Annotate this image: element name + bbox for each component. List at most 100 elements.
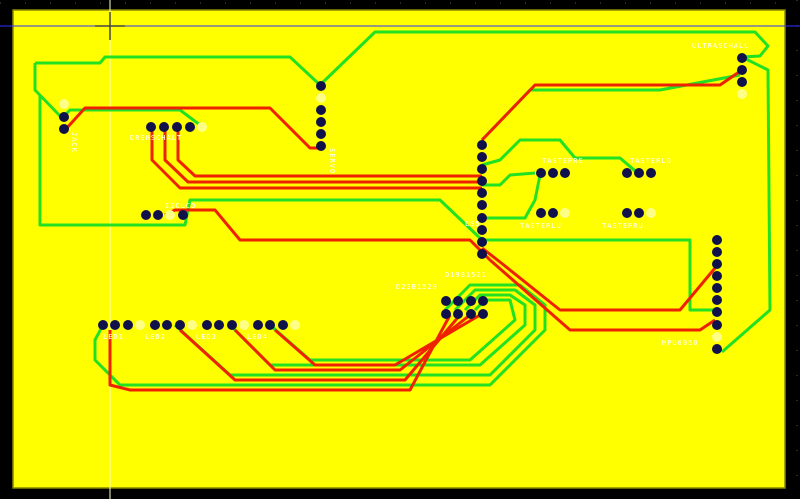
ultraschall-header	[737, 53, 747, 99]
pad[interactable]	[712, 247, 722, 257]
pad[interactable]	[214, 320, 224, 330]
pad[interactable]	[712, 235, 722, 245]
pad[interactable]	[165, 210, 175, 220]
label-d23: D23B1520	[396, 283, 438, 291]
pad[interactable]	[712, 283, 722, 293]
pad[interactable]	[316, 129, 326, 139]
taster-bl	[536, 208, 570, 218]
pad[interactable]	[175, 320, 185, 330]
pad[interactable]	[316, 93, 326, 103]
led1-header	[98, 320, 145, 330]
pad[interactable]	[622, 208, 632, 218]
pad[interactable]	[477, 213, 487, 223]
pad[interactable]	[466, 309, 476, 319]
pad[interactable]	[185, 122, 195, 132]
pad[interactable]	[135, 320, 145, 330]
pad[interactable]	[150, 320, 160, 330]
pad[interactable]	[477, 237, 487, 247]
pad[interactable]	[316, 105, 326, 115]
pad[interactable]	[187, 320, 197, 330]
pad[interactable]	[634, 168, 644, 178]
pad[interactable]	[253, 320, 263, 330]
pad[interactable]	[197, 122, 207, 132]
pad[interactable]	[265, 320, 275, 330]
pad[interactable]	[141, 210, 151, 220]
label-i2c: I2CLCD	[165, 202, 196, 210]
pad[interactable]	[712, 271, 722, 281]
pad[interactable]	[737, 89, 747, 99]
pad[interactable]	[622, 168, 632, 178]
pad[interactable]	[441, 296, 451, 306]
pad[interactable]	[477, 176, 487, 186]
pad[interactable]	[646, 168, 656, 178]
label-d19: D19B1521	[445, 271, 487, 279]
drehschalter-header	[146, 122, 207, 132]
pad[interactable]	[737, 53, 747, 63]
pad[interactable]	[712, 332, 722, 342]
pad[interactable]	[712, 344, 722, 354]
crosshair-icon	[95, 12, 125, 40]
pad[interactable]	[477, 225, 487, 235]
led3-header	[202, 320, 249, 330]
pad[interactable]	[477, 152, 487, 162]
pad[interactable]	[316, 81, 326, 91]
pad[interactable]	[123, 320, 133, 330]
pad[interactable]	[536, 208, 546, 218]
pad[interactable]	[227, 320, 237, 330]
pad[interactable]	[477, 200, 487, 210]
pad[interactable]	[316, 141, 326, 151]
pad[interactable]	[178, 210, 188, 220]
pad[interactable]	[172, 122, 182, 132]
pad[interactable]	[59, 112, 69, 122]
pad[interactable]	[737, 77, 747, 87]
pad[interactable]	[477, 249, 487, 259]
i2c-lcd-header	[141, 210, 188, 220]
pad[interactable]	[441, 309, 451, 319]
pad[interactable]	[712, 307, 722, 317]
pad[interactable]	[560, 208, 570, 218]
pad[interactable]	[712, 295, 722, 305]
pad[interactable]	[159, 122, 169, 132]
pad[interactable]	[146, 122, 156, 132]
label-ultraschall: ULTRASCHALL	[692, 42, 749, 50]
label-led2: LED2	[145, 333, 166, 341]
bottom-layer-traces	[63, 68, 743, 392]
pad[interactable]	[477, 140, 487, 150]
pad[interactable]	[202, 320, 212, 330]
label-taster-tr: TASTERLO	[630, 157, 672, 165]
pad[interactable]	[59, 124, 69, 134]
pad[interactable]	[712, 259, 722, 269]
pad[interactable]	[466, 296, 476, 306]
pad[interactable]	[737, 65, 747, 75]
pad[interactable]	[477, 188, 487, 198]
pad[interactable]	[548, 168, 558, 178]
pad[interactable]	[453, 296, 463, 306]
pad[interactable]	[646, 208, 656, 218]
pad[interactable]	[316, 117, 326, 127]
label-led1: LED1	[103, 333, 124, 341]
pad[interactable]	[239, 320, 249, 330]
mpu-header	[712, 235, 722, 354]
pad[interactable]	[548, 208, 558, 218]
pad[interactable]	[478, 296, 488, 306]
pad[interactable]	[536, 168, 546, 178]
pad[interactable]	[290, 320, 300, 330]
pad[interactable]	[153, 210, 163, 220]
pad[interactable]	[712, 320, 722, 330]
taster-tr	[622, 168, 656, 178]
led2-header	[150, 320, 197, 330]
pad[interactable]	[162, 320, 172, 330]
pad[interactable]	[59, 99, 69, 109]
pad[interactable]	[98, 320, 108, 330]
pad[interactable]	[110, 320, 120, 330]
pad[interactable]	[478, 309, 488, 319]
pad[interactable]	[477, 164, 487, 174]
pad[interactable]	[560, 168, 570, 178]
pad[interactable]	[453, 309, 463, 319]
pcb-board[interactable]	[12, 9, 786, 489]
label-taster-bl: TASTERLU	[520, 222, 562, 230]
pad[interactable]	[278, 320, 288, 330]
pad[interactable]	[634, 208, 644, 218]
